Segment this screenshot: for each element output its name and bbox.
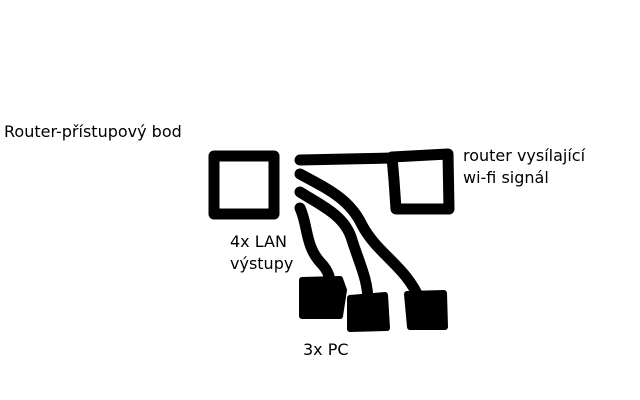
cable-to-pc-2 xyxy=(294,186,374,308)
lan-outputs-label-line1: 4x LAN xyxy=(230,232,287,251)
access-point-label: Router-přístupový bod xyxy=(4,122,182,141)
pcs-label: 3x PC xyxy=(303,340,349,359)
wifi-router-label-line2: wi-fi signál xyxy=(463,168,549,187)
cable-to-pc-3 xyxy=(294,168,426,306)
cable-to-wifi-router xyxy=(294,152,398,166)
lan-outputs-label-line2: výstupy xyxy=(230,254,294,273)
cable-to-pc-1 xyxy=(294,202,336,291)
wifi-router-label-line1: router vysílající xyxy=(463,146,586,165)
pc-2 xyxy=(347,292,390,332)
access-point-router-box xyxy=(208,150,280,220)
pc-1 xyxy=(299,276,347,319)
pc-3 xyxy=(404,290,448,330)
wifi-router-box xyxy=(386,148,455,215)
